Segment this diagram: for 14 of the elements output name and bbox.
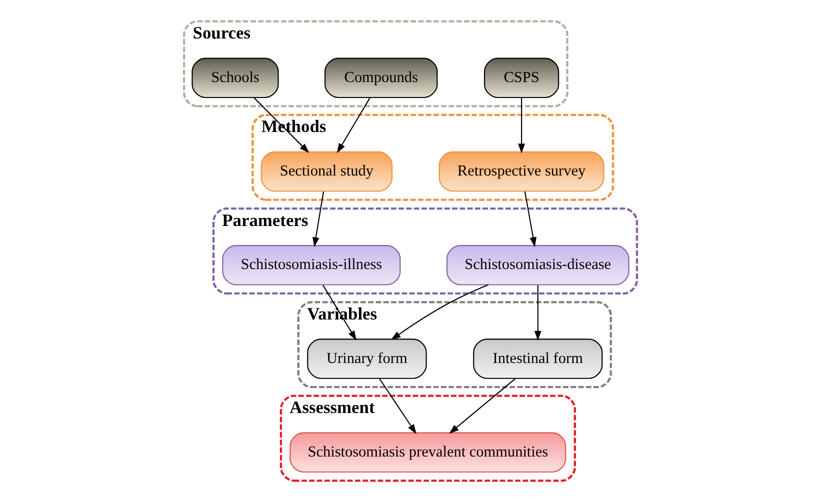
node-box: Schistosomiasis prevalent communities	[289, 432, 566, 473]
node-box: Urinary form	[306, 338, 426, 379]
node-box: Sectional study	[260, 151, 392, 192]
node-box: Schistosomiasis-disease	[446, 245, 629, 286]
node-box: Schools	[191, 58, 278, 98]
arrow	[534, 285, 541, 341]
node-box: Retrospective survey	[438, 151, 604, 192]
node-box: Compounds	[324, 58, 438, 98]
node-box: CSPS	[483, 58, 559, 98]
node-box: Intestinal form	[472, 338, 602, 379]
node-box: Schistosomiasis-illness	[222, 245, 400, 286]
arrow	[518, 98, 524, 154]
arrow	[336, 98, 370, 154]
arrow	[378, 378, 416, 434]
